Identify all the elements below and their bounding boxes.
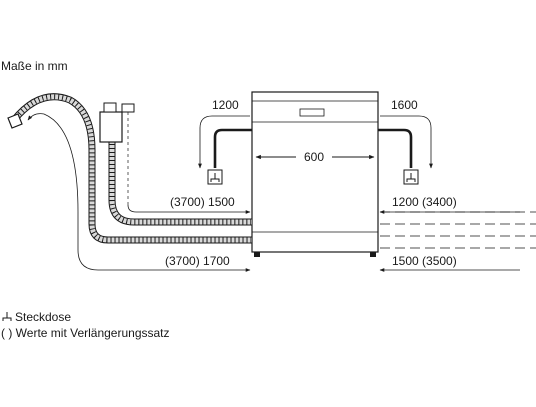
inlet-hose bbox=[108, 140, 252, 226]
foot-right bbox=[370, 252, 376, 257]
legend-socket-label: Steckdose bbox=[15, 310, 71, 324]
foot-left bbox=[254, 252, 260, 257]
power-cable-right bbox=[378, 128, 413, 168]
hose-nozzle-icon bbox=[7, 113, 23, 129]
dim-left-low: (3700) 1700 bbox=[165, 254, 230, 268]
tap-icon bbox=[99, 102, 135, 143]
legend-extension-label: ( ) Werte mit Verlängerungssatz bbox=[1, 326, 170, 340]
unit-note: Maße in mm bbox=[1, 59, 68, 73]
floor-lines bbox=[380, 211, 536, 249]
dim-right-upper: 1600 bbox=[391, 98, 418, 112]
socket-icon bbox=[207, 169, 223, 185]
dim-right-low: 1500 (3500) bbox=[392, 254, 457, 268]
dim-width: 600 bbox=[304, 150, 324, 164]
dishwasher bbox=[251, 91, 379, 257]
dim-right-mid: 1200 (3400) bbox=[392, 195, 457, 209]
control-panel bbox=[299, 108, 325, 117]
power-cable-left bbox=[213, 128, 252, 168]
socket-icon bbox=[403, 169, 419, 185]
socket-icon bbox=[2, 312, 12, 321]
drain-hose bbox=[11, 93, 252, 244]
dim-left-mid: (3700) 1500 bbox=[170, 195, 235, 209]
legend: Steckdose ( ) Werte mit Verlängerungssat… bbox=[1, 310, 170, 340]
dim-left-upper: 1200 bbox=[212, 98, 239, 112]
